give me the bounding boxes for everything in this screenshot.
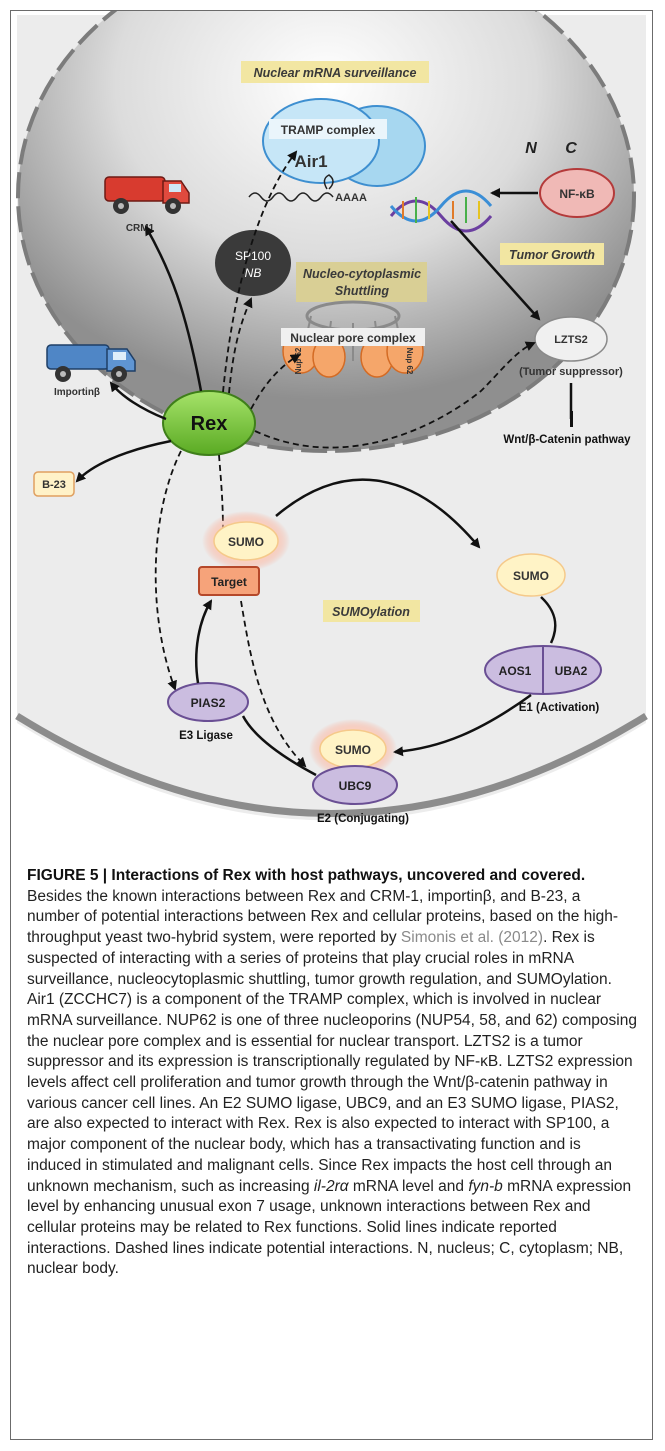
- caption-text-3: mRNA level and: [348, 1177, 469, 1195]
- nfkb-node: [539, 168, 615, 218]
- sp100-label: SP100: [235, 249, 271, 263]
- importin-truck-icon: [46, 344, 136, 382]
- sp100-node: [215, 230, 291, 296]
- label-mrna-surveillance: Nuclear mRNA surveillance: [254, 66, 417, 80]
- rex-node: [162, 390, 256, 456]
- b23-label: B-23: [42, 479, 66, 491]
- figure-caption: FIGURE 5 | Interactions of Rex with host…: [27, 866, 637, 1280]
- ubc9-node: [312, 765, 398, 805]
- caption-text-2: . Rex is suspected of interacting with a…: [27, 929, 637, 1195]
- c-label: C: [565, 140, 577, 157]
- e2-label: E2 (Conjugating): [317, 813, 409, 825]
- air1-label: Air1: [294, 152, 327, 171]
- nup62-left-label: Nup 62: [294, 347, 303, 374]
- ubc9-label: UBC9: [339, 779, 372, 793]
- lzts2-label: LZTS2: [554, 334, 588, 346]
- target-label: Target: [211, 575, 247, 589]
- caption-text-1: Besides the known interactions between R…: [27, 887, 619, 947]
- pias2-label: PIAS2: [191, 696, 226, 710]
- e1-label: E1 (Activation): [519, 702, 600, 714]
- label-sumoylation: SUMOylation: [332, 605, 410, 619]
- e3-label: E3 Ligase: [179, 730, 233, 742]
- label-tumor-growth: Tumor Growth: [509, 248, 595, 262]
- npc-label-box: [281, 328, 425, 346]
- caption-text-4: mRNA expression level by enhancing unusu…: [27, 1177, 632, 1278]
- sumo-bottom-label: SUMO: [335, 743, 371, 757]
- nup62-right-label: Nup 62: [405, 348, 414, 375]
- npc-label: Nuclear pore complex: [290, 331, 416, 345]
- sumo-node-right: [496, 553, 566, 597]
- rex-label: Rex: [191, 413, 228, 435]
- aos1-label: AOS1: [499, 664, 532, 678]
- nfkb-label: NF-κB: [559, 187, 595, 201]
- caption-il2: il-2rα: [313, 1177, 349, 1195]
- uba2-label: UBA2: [555, 664, 588, 678]
- lzts2-node: [534, 316, 608, 362]
- polya-label: AAAA: [335, 192, 367, 204]
- figure-diagram: Nuclear mRNA surveillance Tumor Growth N…: [15, 11, 648, 847]
- label-box-tumor: [500, 243, 604, 265]
- importin-label: Importinβ: [54, 387, 100, 398]
- cell-membrane: [15, 713, 648, 817]
- wnt-label: Wnt/β-Catenin pathway: [503, 434, 631, 446]
- tumor-suppressor-label: (Tumor suppressor): [519, 366, 623, 378]
- b23-node: [33, 471, 75, 497]
- pias2-node: [167, 682, 249, 722]
- nb-label: NB: [245, 266, 262, 280]
- sumo-right-label: SUMO: [513, 569, 549, 583]
- crm1-label: CRM1: [126, 223, 155, 234]
- tramp-label: TRAMP complex: [281, 123, 376, 137]
- nuclear-envelope: [16, 11, 636, 453]
- nucleus: [18, 11, 634, 451]
- label-box-mrna: [241, 61, 429, 83]
- label-box-shuttling: [296, 262, 427, 302]
- tramp-label-box: [269, 119, 387, 139]
- label-shuttling-1: Nucleo-cytoplasmic: [303, 267, 421, 281]
- mrna-strand: [248, 192, 334, 202]
- caption-fynb: fyn-b: [468, 1177, 503, 1195]
- caption-label: FIGURE 5 | Interactions of Rex with host…: [27, 867, 586, 884]
- caption-citation[interactable]: Simonis et al. (2012): [400, 929, 544, 947]
- crm1-truck-icon: [104, 176, 190, 214]
- sumo-left-label: SUMO: [228, 535, 264, 549]
- dna-icon: [389, 189, 493, 233]
- target-node: [198, 566, 260, 596]
- n-label: N: [525, 140, 537, 157]
- label-shuttling-2: Shuttling: [335, 284, 390, 298]
- sumo-node-left: [213, 521, 279, 561]
- label-box-sumoylation: [323, 600, 420, 622]
